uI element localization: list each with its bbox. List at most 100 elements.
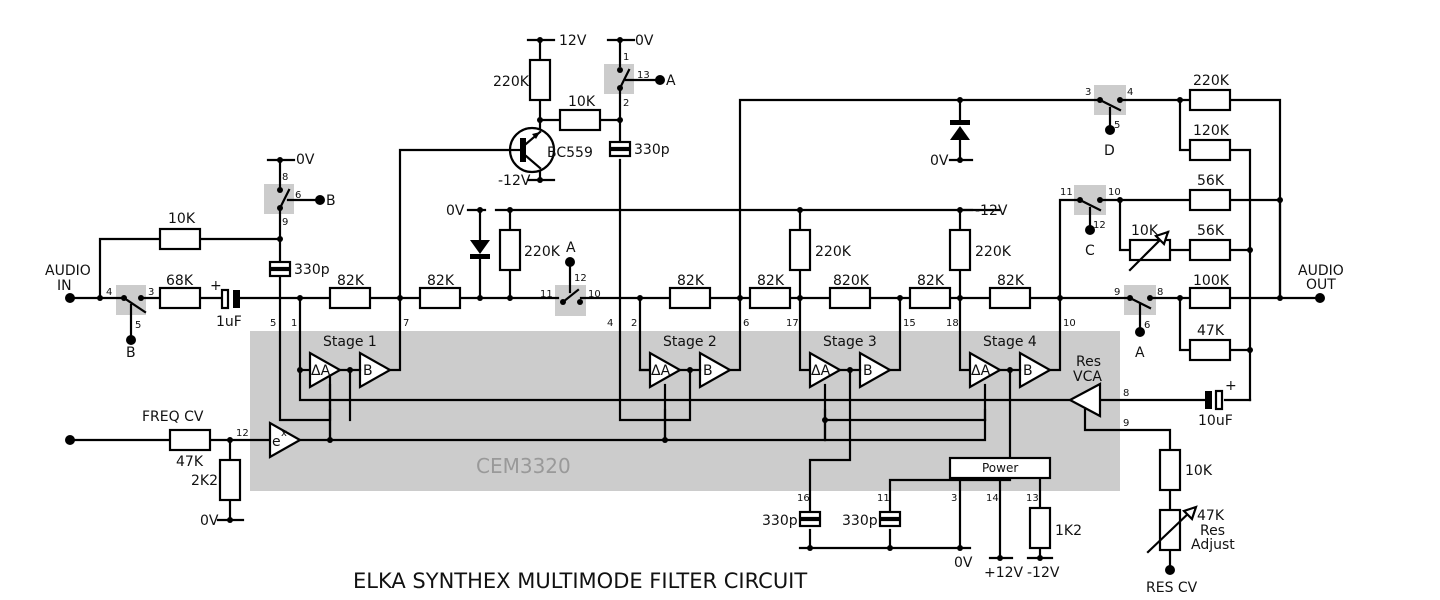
transistor-bc559 xyxy=(508,126,556,174)
svg-text:C: C xyxy=(1085,243,1095,259)
svg-text:3: 3 xyxy=(148,287,154,298)
svg-text:82K: 82K xyxy=(337,273,365,289)
switch-c-control-terminal xyxy=(1085,225,1095,235)
switch-blades xyxy=(121,67,1153,314)
svg-text:820K: 820K xyxy=(833,273,870,289)
svg-text:12V: 12V xyxy=(559,33,587,49)
svg-text:82K: 82K xyxy=(917,273,945,289)
res-cv-label: RES CV xyxy=(1146,580,1198,596)
resistor-input xyxy=(158,286,202,310)
resistor-stage4-a xyxy=(908,286,952,310)
svg-text:A: A xyxy=(666,73,676,89)
resistor-out-4 xyxy=(1188,238,1232,262)
svg-text:5: 5 xyxy=(270,318,276,329)
svg-text:5: 5 xyxy=(1114,120,1120,131)
svg-text:10K: 10K xyxy=(1185,463,1213,479)
svg-text:1: 1 xyxy=(291,318,297,329)
svg-text:220K: 220K xyxy=(815,244,852,260)
res-vca-label-2: VCA xyxy=(1073,369,1102,385)
audio-in-label-2: IN xyxy=(57,278,72,294)
svg-text:330p: 330p xyxy=(634,142,670,158)
labels: AUDIO IN AUDIO OUT FREQ CV RES CV 10K 68… xyxy=(45,33,1344,596)
resistor-res xyxy=(1158,448,1182,492)
svg-text:+12V: +12V xyxy=(984,565,1024,581)
resistor-out-3 xyxy=(1188,188,1232,212)
svg-text:B: B xyxy=(326,193,336,209)
audio-in-terminal[interactable] xyxy=(65,293,75,303)
svg-text:10K: 10K xyxy=(168,211,196,227)
svg-text:-12V: -12V xyxy=(975,203,1008,219)
resistor-out-5 xyxy=(1188,286,1232,310)
svg-text:ΔA: ΔA xyxy=(651,363,671,379)
freq-cv-terminal[interactable] xyxy=(65,435,75,445)
svg-text:-12V: -12V xyxy=(498,173,531,189)
resistor-stage3-b xyxy=(828,286,872,310)
svg-text:9: 9 xyxy=(1123,418,1129,429)
svg-text:8: 8 xyxy=(1157,287,1163,298)
svg-text:1: 1 xyxy=(623,52,629,63)
resistor-q-link xyxy=(558,108,602,132)
resistor-stage3-a xyxy=(748,286,792,310)
svg-text:Res: Res xyxy=(1200,523,1225,539)
power-label: Power xyxy=(982,461,1018,475)
diodes xyxy=(470,120,970,259)
svg-text:ΔA: ΔA xyxy=(971,363,991,379)
svg-text:68K: 68K xyxy=(166,273,194,289)
svg-text:82K: 82K xyxy=(427,273,455,289)
audio-out-terminal[interactable] xyxy=(1315,293,1325,303)
svg-text:11: 11 xyxy=(1060,187,1073,198)
power-block xyxy=(948,456,1052,480)
resistor-stage1-a xyxy=(328,286,372,310)
svg-text:11: 11 xyxy=(877,493,890,504)
svg-text:12: 12 xyxy=(236,428,249,439)
svg-text:D: D xyxy=(1104,143,1115,159)
svg-text:220K: 220K xyxy=(975,244,1012,260)
svg-text:82K: 82K xyxy=(757,273,785,289)
svg-text:4: 4 xyxy=(607,318,613,329)
res-vca-label-1: Res xyxy=(1076,354,1101,370)
resistor-bias-3 xyxy=(948,228,972,272)
svg-text:4: 4 xyxy=(1127,87,1133,98)
resistor-out-2 xyxy=(1188,138,1232,162)
audio-out-label: AUDIO xyxy=(1298,263,1344,279)
svg-text:0V: 0V xyxy=(954,555,973,571)
svg-text:18: 18 xyxy=(946,318,959,329)
svg-text:+: + xyxy=(210,278,222,294)
svg-text:220K: 220K xyxy=(1193,73,1230,89)
svg-text:56K: 56K xyxy=(1197,223,1225,239)
resistor-freq xyxy=(168,428,212,452)
svg-text:B: B xyxy=(703,363,713,379)
svg-text:15: 15 xyxy=(903,318,916,329)
svg-text:9: 9 xyxy=(1114,287,1120,298)
svg-text:82K: 82K xyxy=(997,273,1025,289)
expo-label: e xyxy=(272,434,281,450)
svg-text:2K2: 2K2 xyxy=(191,473,218,489)
junctions xyxy=(97,37,1283,561)
svg-text:B: B xyxy=(126,345,136,361)
svg-text:3: 3 xyxy=(951,493,957,504)
freq-cv-label: FREQ CV xyxy=(142,409,204,425)
svg-text:9: 9 xyxy=(282,217,288,228)
capacitors xyxy=(220,140,1224,528)
stage-4-label: Stage 4 xyxy=(983,334,1037,350)
svg-text:8: 8 xyxy=(1123,388,1129,399)
res-cv-terminal[interactable] xyxy=(1165,565,1175,575)
svg-text:4: 4 xyxy=(106,287,112,298)
svg-text:47K: 47K xyxy=(1197,508,1225,524)
svg-text:0V: 0V xyxy=(200,513,219,529)
svg-text:17: 17 xyxy=(786,318,799,329)
svg-text:Adjust: Adjust xyxy=(1191,537,1235,553)
svg-text:6: 6 xyxy=(743,318,749,329)
svg-text:8: 8 xyxy=(282,172,288,183)
svg-text:13: 13 xyxy=(1026,493,1039,504)
svg-text:A: A xyxy=(1135,345,1145,361)
audio-in-label: AUDIO xyxy=(45,263,91,279)
svg-text:12: 12 xyxy=(1093,220,1106,231)
svg-text:7: 7 xyxy=(403,318,409,329)
resistor-out-1 xyxy=(1188,88,1232,112)
svg-text:1uF: 1uF xyxy=(216,314,242,330)
expo-superscript: x xyxy=(281,428,287,439)
resistor-bias-2 xyxy=(788,228,812,272)
svg-text:100K: 100K xyxy=(1193,273,1230,289)
resistor-freq-gnd xyxy=(218,458,242,502)
